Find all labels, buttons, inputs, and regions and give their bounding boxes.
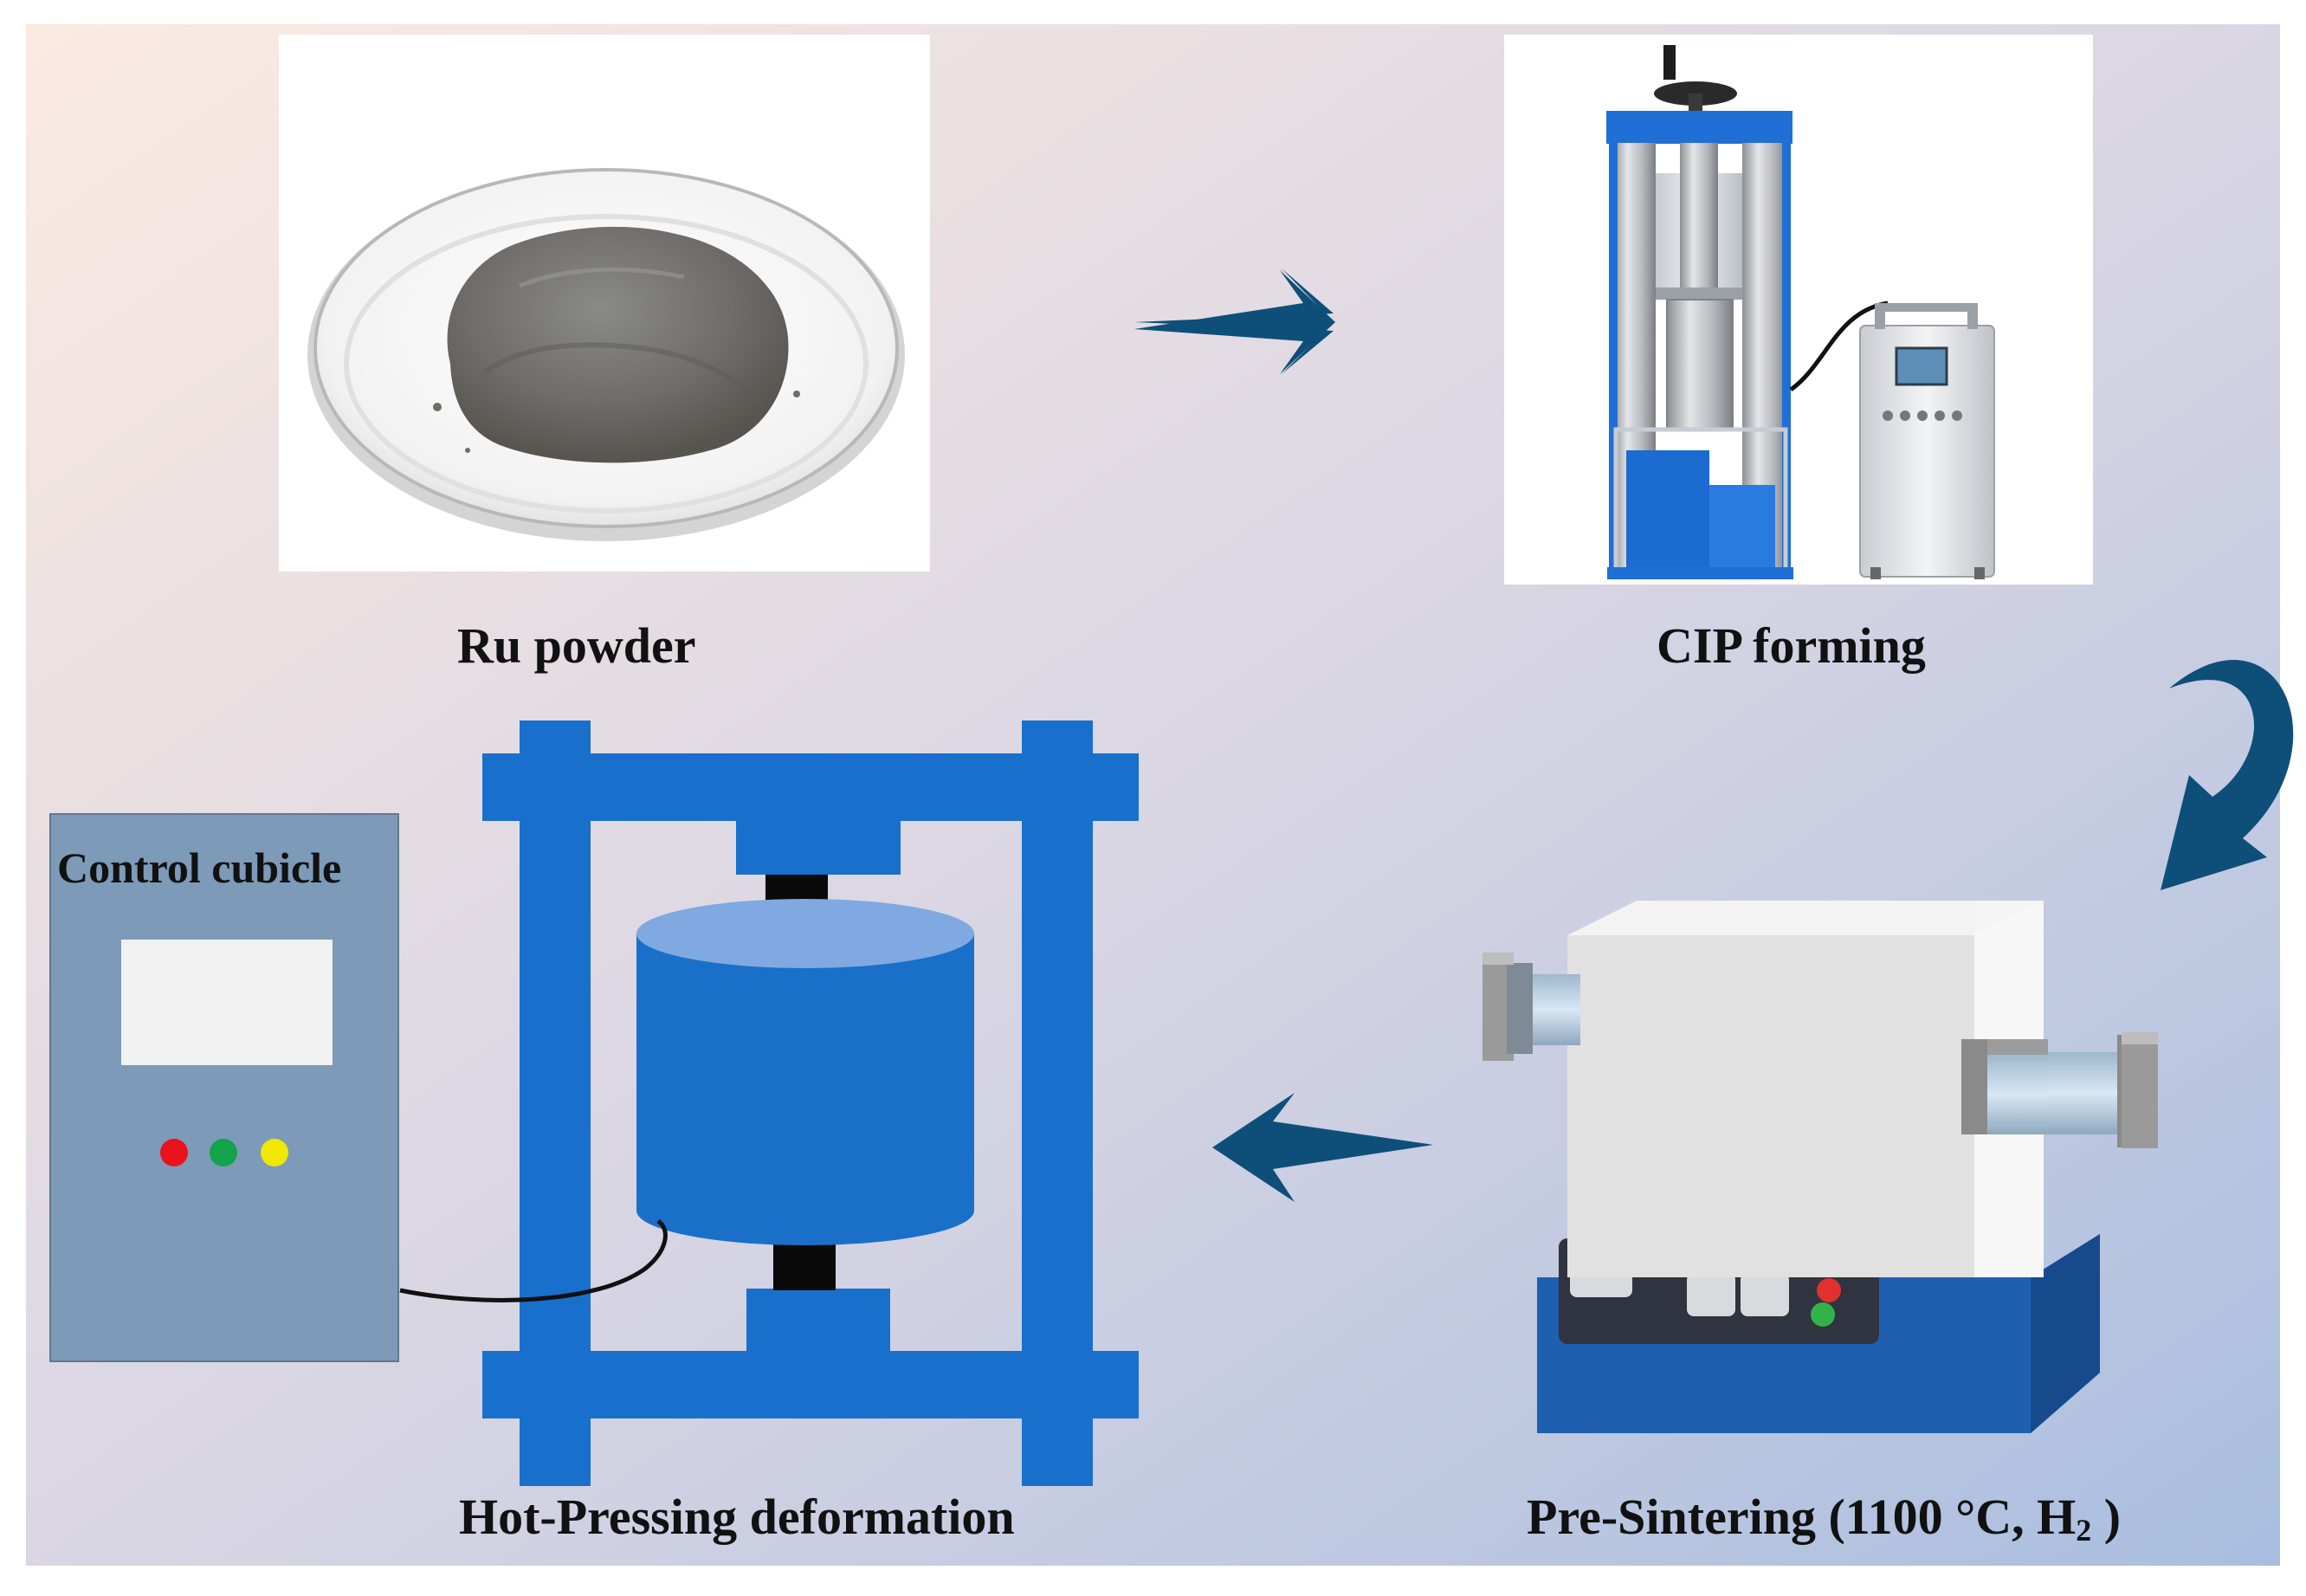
cip-press-photo bbox=[1504, 35, 2093, 585]
arrow-curved bbox=[2161, 660, 2294, 890]
control-cubicle-label: Control cubicle bbox=[57, 843, 342, 892]
control-cable bbox=[399, 1218, 668, 1302]
hot-pressing-label: Hot-Pressing deformation bbox=[459, 1489, 1015, 1545]
pre-sintering-label-subscript: 2 bbox=[2076, 1513, 2092, 1548]
control-cubicle bbox=[49, 813, 399, 1362]
hot-press bbox=[482, 720, 1139, 1486]
ru-powder-photo bbox=[279, 35, 930, 572]
tube-furnace bbox=[1482, 901, 2158, 1433]
pre-sintering-label-main: Pre-Sintering (1100 °C, H bbox=[1527, 1489, 2077, 1545]
pre-sintering-label-end: ) bbox=[2091, 1489, 2122, 1545]
cip-forming-label: CIP forming bbox=[1657, 617, 1926, 674]
pre-sintering-label: Pre-Sintering (1100 °C, H2 ) bbox=[1527, 1488, 2121, 1548]
ru-powder-label: Ru powder bbox=[457, 617, 696, 674]
indicator-red bbox=[160, 1139, 188, 1166]
indicator-yellow bbox=[261, 1139, 288, 1166]
arrow-left bbox=[1212, 1093, 1433, 1202]
arrow-right-solid bbox=[1134, 270, 1335, 374]
indicator-green bbox=[210, 1139, 237, 1166]
